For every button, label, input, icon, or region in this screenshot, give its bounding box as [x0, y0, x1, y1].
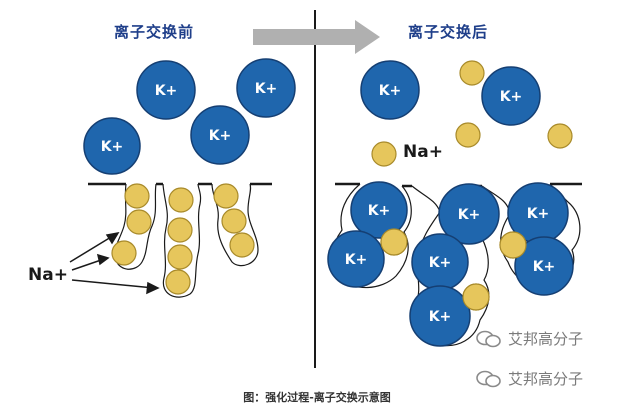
k-ion-label: K+: [345, 252, 368, 268]
watermark-text: 艾邦高分子: [508, 370, 584, 388]
k-ion: [360, 60, 420, 120]
na-ion: [221, 208, 247, 234]
k-ion: [438, 183, 500, 245]
k-ion: [514, 236, 574, 296]
na-ion: [124, 183, 150, 209]
k-ion-label: K+: [429, 255, 452, 271]
k-ion-label: K+: [379, 83, 402, 99]
na-ion: [229, 232, 255, 258]
na-ion: [547, 123, 573, 149]
process-arrow: [253, 20, 380, 54]
na-label-left: Na+: [28, 265, 68, 285]
k-ion: [409, 285, 471, 347]
na-ion: [167, 217, 193, 243]
k-ion-label: K+: [155, 83, 178, 99]
na-ion: [380, 228, 408, 256]
na-ion: [167, 244, 193, 270]
watermark-1: 艾邦高分子: [476, 328, 583, 349]
k-ion: [350, 181, 408, 239]
k-ion-label: K+: [533, 259, 556, 275]
channel-outline-2: [162, 183, 202, 298]
na-label-right: Na+: [403, 142, 443, 162]
watermark-text: 艾邦高分子: [508, 330, 584, 348]
na-ion: [499, 231, 527, 259]
k-ion: [190, 105, 250, 165]
expanded-outline-1: [331, 183, 412, 289]
figure-caption: 图：强化过程-离子交换示意图: [243, 391, 391, 404]
channel-outline-3: [211, 183, 259, 267]
k-ion-label: K+: [429, 309, 452, 325]
wechat-icon: [476, 330, 501, 347]
title-before-exchange: 离子交换前: [114, 23, 195, 41]
k-ion-label: K+: [368, 203, 391, 219]
k-ion: [83, 117, 141, 175]
na-pointer-arrows: [69, 231, 160, 295]
k-ion-label: K+: [101, 139, 124, 155]
ion-layer: K+ K+ K+ K+ K+ K+ K+ K+ K+ K+ K+ K+ K+: [83, 58, 574, 347]
watermark-2: 艾邦高分子: [476, 368, 583, 389]
na-ion: [459, 60, 485, 86]
na-ion: [213, 183, 239, 209]
na-ion: [165, 269, 191, 295]
na-ion: [462, 283, 490, 311]
na-ion: [126, 209, 152, 235]
k-ion-label: K+: [527, 206, 550, 222]
k-ion-label: K+: [500, 89, 523, 105]
k-ion: [481, 66, 541, 126]
title-after-exchange: 离子交换后: [408, 23, 489, 41]
k-ion-label: K+: [458, 207, 481, 223]
k-ion: [327, 230, 385, 288]
glass-surface-after: [335, 182, 582, 188]
na-ion: [371, 141, 397, 167]
na-ion: [168, 187, 194, 213]
wechat-icon: [476, 370, 501, 387]
k-ion: [236, 58, 296, 118]
na-ion: [111, 240, 137, 266]
k-ion-label: K+: [255, 81, 278, 97]
na-ion: [455, 122, 481, 148]
k-ion: [136, 60, 196, 120]
channel-outline-1: [114, 183, 157, 270]
k-ion-label: K+: [209, 128, 232, 144]
